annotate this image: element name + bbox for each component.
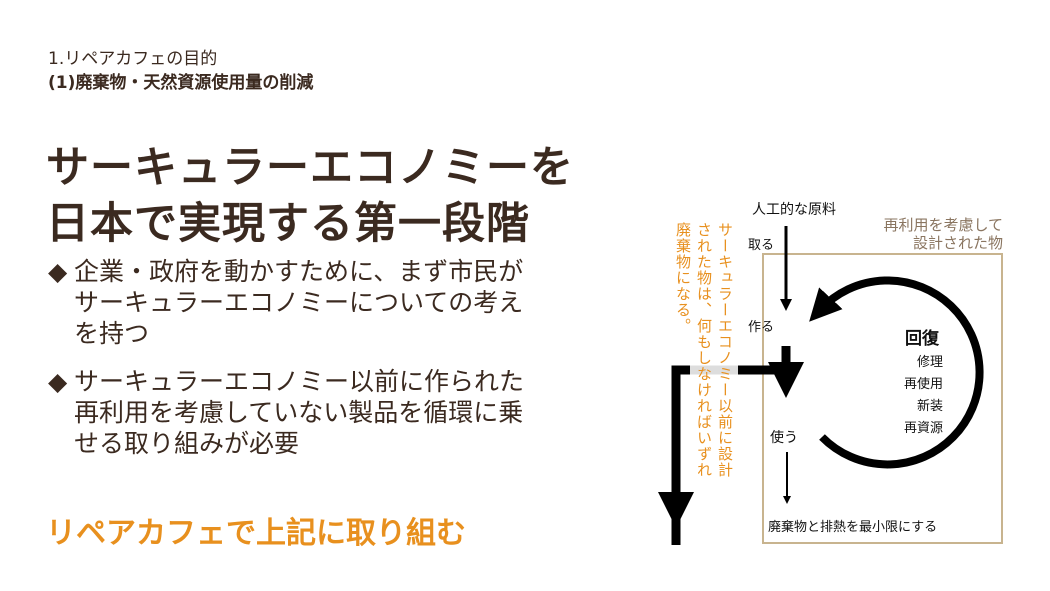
section-heading: 1.リペアカフェの目的 — [48, 49, 218, 69]
vertical-note: サーキュラーエコノミー以前に設計 された物は、何もしなければいずれ 廃棄物になる… — [672, 222, 735, 542]
bullet-text: せる取り組みが必要 — [74, 429, 300, 458]
note-column: された物は、何もしなければいずれ — [695, 222, 713, 478]
recovery-item: 修理 — [916, 355, 943, 370]
diamond-bullet-icon: ◆ — [48, 367, 68, 396]
bullet-text: サーキュラーエコノミーについての考え — [74, 288, 524, 317]
note-column: 廃棄物になる。 — [674, 222, 692, 334]
recovery-item: 再資源 — [903, 421, 943, 436]
bullet-text: 再利用を考慮していない製品を循環に乗 — [74, 398, 524, 427]
use-label: 使う — [770, 430, 798, 446]
conclusion: リペアカフェで上記に取り組む — [46, 516, 466, 551]
bullet-2: ◆サーキュラーエコノミー以前に作られた 再利用を考慮していない製品を循環に乗 せ… — [48, 366, 524, 459]
recovery-items: 修理 再使用 新装 再資源 — [904, 352, 943, 440]
recovery-label: 回復 — [905, 329, 939, 349]
take-label: 取る — [748, 238, 775, 253]
recovery-arc-arrow — [809, 276, 984, 469]
recovery-item: 再使用 — [903, 377, 943, 392]
title-line-2: 日本で実現する第一段階 — [46, 199, 530, 249]
minimize-label: 廃棄物と排熱を最小限にする — [768, 520, 938, 535]
note-column: サーキュラーエコノミー以前に設計 — [716, 222, 734, 478]
recovery-item: 新装 — [916, 399, 943, 414]
bullet-text: 企業・政府を動かすために、まず市民が — [74, 257, 524, 286]
bullet-text: サーキュラーエコノミー以前に作られた — [74, 367, 525, 396]
box-label: 再利用を考慮して 設計された物 — [883, 216, 1003, 252]
box-label-line: 再利用を考慮して — [883, 216, 1003, 234]
bullet-text: を持つ — [74, 319, 150, 348]
diamond-bullet-icon: ◆ — [48, 257, 68, 286]
make-label: 作る — [748, 320, 775, 335]
box-label-line: 設計された物 — [912, 234, 1003, 252]
bullet-1: ◆企業・政府を動かすために、まず市民が サーキュラーエコノミーについての考え を… — [48, 256, 523, 349]
subsection-heading: (1)廃棄物・天然資源使用量の削減 — [48, 73, 314, 93]
raw-material-label: 人工的な原料 — [752, 202, 836, 218]
designed-for-reuse-box — [762, 253, 1003, 544]
title-line-1: サーキュラーエコノミーを — [46, 143, 574, 193]
